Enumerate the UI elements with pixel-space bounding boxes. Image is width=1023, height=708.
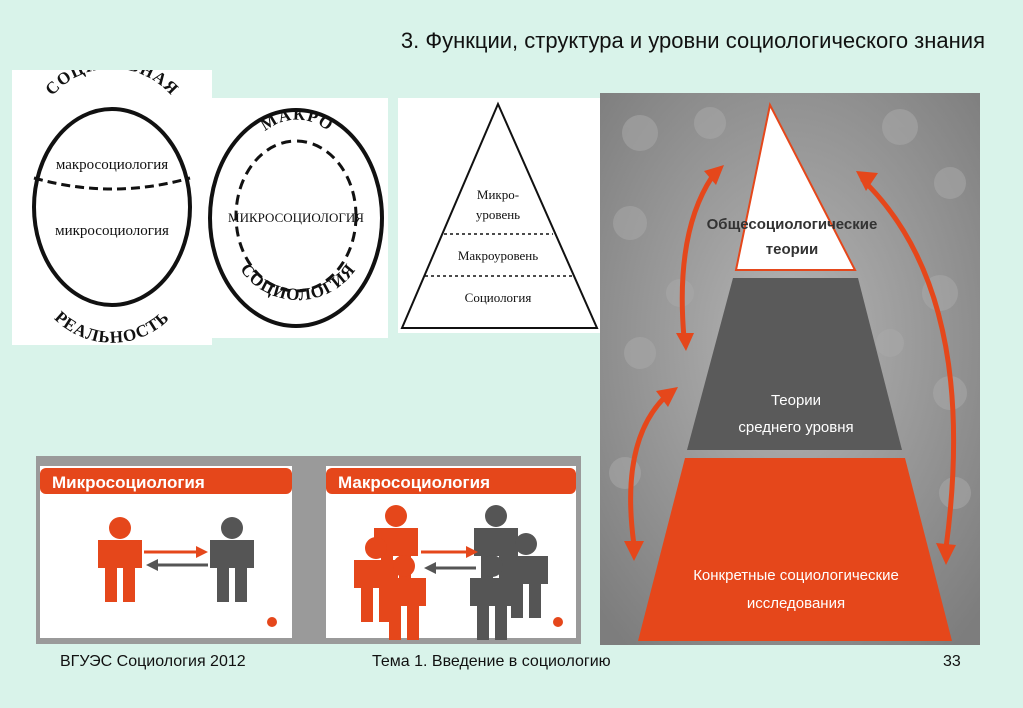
pyramid-bottom-tier [638,458,952,641]
general-theories-label-1: Общесоциологические [707,216,878,233]
macro-level-label: Макроуровень [458,248,538,263]
middle-theories-label-2: среднего уровня [738,419,853,436]
micro-level-label-2: уровень [476,207,520,222]
micro-logo-icon [267,617,277,627]
sociology-level-label: Социология [465,290,532,305]
macro-panel-header [326,468,576,494]
macrosociology-label: макросоциология [56,157,168,173]
pyramid-middle-tier [687,278,902,450]
macro-sociology-circle-diagram: МАКРО СОЦИОЛОГИЯ МИКРОСОЦИОЛОГИЯ [203,98,388,338]
pyramid-outline [400,101,599,329]
right-double-arrow [860,177,957,549]
general-theories-label-2: теории [766,241,818,258]
concrete-research-label-1: Конкретные социологические [693,567,899,584]
micro-macro-panels: Микросоциология Макросоциология [36,456,581,644]
dashed-divider [33,176,191,191]
microsociology-label: микросоциология [55,223,169,239]
inner-dashed-circle [234,139,358,293]
slide-title: 3. Функции, структура и уровни социологи… [400,28,985,53]
social-reality-circle-diagram: СОЦИАЛЬНАЯ РЕАЛЬНОСТЬ макросоциология ми… [12,70,212,345]
sociological-theory-pyramid: Общесоциологические теории Теории средне… [600,93,980,645]
macro-logo-icon [553,617,563,627]
micro-panel-title: Микросоциология [52,473,205,492]
left-lower-double-arrow [628,396,666,546]
concrete-research-label-2: исследования [747,595,845,612]
micro-panel-header [40,468,292,494]
levels-pyramid-diagram: Микро- уровень Макроуровень Социология [398,98,600,333]
macro-panel-title: Макросоциология [338,473,490,492]
footer-left: ВГУЭС Социология 2012 [60,653,246,670]
pyramid-top-tier [734,102,857,271]
middle-theories-label-1: Теории [771,392,821,409]
microsociology-center-label: МИКРОСОЦИОЛОГИЯ [228,210,364,225]
social-reality-circle [32,107,192,307]
footer-center: Тема 1. Введение в социологию [372,653,611,670]
page-number: 33 [943,653,961,670]
micro-level-label-1: Микро- [477,187,519,202]
left-upper-double-arrow [679,175,715,339]
outer-circle [208,108,384,328]
